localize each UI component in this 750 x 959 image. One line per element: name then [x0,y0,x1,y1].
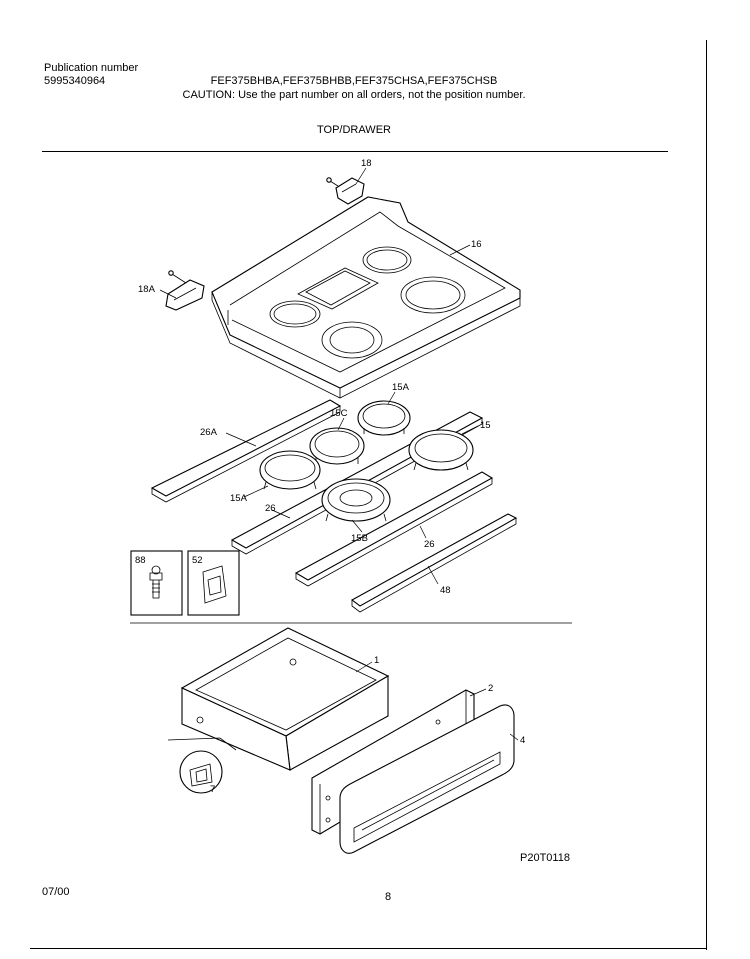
callout-4: 4 [520,735,525,746]
drawer-body [167,627,390,771]
rear-rail-48 [350,513,518,613]
callout-26a: 26A [200,427,218,438]
callout-1: 1 [374,655,379,666]
callout-7: 7 [210,784,215,795]
callout-15b: 15B [351,533,368,544]
callout-48: 48 [440,585,451,596]
publication-number: 5995340964 [44,75,106,87]
inset-label-88: 88 [135,555,146,566]
element-15 [408,429,474,471]
element-15a-rear [357,400,411,436]
callout-18: 18 [361,158,372,169]
section-title: TOP/DRAWER [317,124,391,136]
callout-15a-rear: 15A [392,382,410,393]
model-numbers: FEF375BHBA,FEF375BHBB,FEF375CHSA,FEF375C… [210,75,498,87]
element-15b [321,478,391,522]
cooktop-glass-top [211,196,521,399]
inset-box-88 [130,550,183,616]
footer-date: 07/00 [42,886,70,898]
page-number: 8 [384,891,392,903]
caution-note: CAUTION: Use the part number on all orde… [182,89,526,101]
hinge-bracket-18 [326,177,365,205]
bottom-page-border [30,948,706,949]
callout-16: 16 [471,239,482,250]
drawer-front-panel [339,704,515,854]
callout-15: 15 [480,420,491,431]
callout-15a-front: 15A [230,493,248,504]
element-15a-front [259,450,321,490]
support-rail-26a [150,399,342,503]
support-rail-26-right [294,471,494,587]
drawing-id: P20T0118 [520,852,570,864]
inset-label-52: 52 [192,555,203,566]
callout-2: 2 [488,683,493,694]
callout-15c: 15C [330,408,348,419]
callout-26-right: 26 [424,539,435,550]
detail-circle-7 [179,750,223,794]
publication-label: Publication number [44,62,139,74]
callout-26-left: 26 [265,503,276,514]
leader-lines [159,167,519,741]
callout-18a: 18A [138,284,156,295]
hinge-bracket-18a [165,270,205,311]
inset-box-52 [187,550,240,616]
right-page-border [706,40,707,950]
header-divider [42,151,668,152]
element-15c [309,427,365,465]
